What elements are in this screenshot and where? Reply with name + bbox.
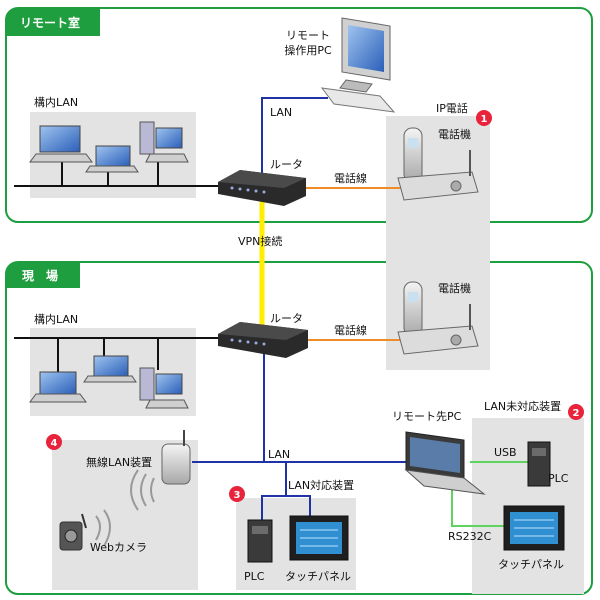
site-lan-label: LAN <box>268 448 290 461</box>
wireless-lan-device-icon <box>130 430 191 511</box>
non-lan-device-label: LAN未対応装置 <box>484 399 561 413</box>
site-lan-lines <box>192 350 420 520</box>
router-icon <box>218 322 308 358</box>
laptop-icon <box>29 371 87 403</box>
phone-line-label-top: 電話線 <box>334 171 367 185</box>
remote-operation-pc <box>320 17 396 113</box>
phone-line-label-bottom: 電話線 <box>334 323 367 337</box>
remote-destination-pc-icon <box>404 431 486 495</box>
office-lan-label-top: 構内LAN <box>34 95 78 109</box>
usb-label: USB <box>494 446 517 459</box>
plc-label-2: PLC <box>548 472 569 485</box>
rs232c-label: RS232C <box>448 530 492 543</box>
remote-pc-label-line2: 操作用PC <box>284 43 332 57</box>
web-camera-icon <box>59 509 111 551</box>
phone-label-bottom: 電話機 <box>438 281 471 295</box>
badge-3: 3 <box>229 486 245 502</box>
phone-icon <box>397 281 479 355</box>
badge-2: 2 <box>568 404 584 420</box>
wireless-lan-label: 無線LAN装置 <box>86 455 152 469</box>
touch-panel-icon <box>503 505 565 551</box>
ip-phone-label: IP電話 <box>436 101 468 115</box>
web-camera-label: Webカメラ <box>90 541 147 554</box>
remote-lan-label: LAN <box>270 106 292 119</box>
svg-text:現 場: 現 場 <box>22 268 58 283</box>
vpn-label: VPN接続 <box>238 234 282 248</box>
laptop-icon <box>83 355 137 383</box>
svg-text:2: 2 <box>573 408 580 419</box>
remote-pc-lan-line <box>261 97 328 182</box>
svg-text:3: 3 <box>234 490 241 501</box>
svg-text:1: 1 <box>481 114 488 125</box>
plc-icon <box>247 519 273 563</box>
office-lan-drops-bottom <box>57 338 159 372</box>
laptop-icon <box>29 125 93 163</box>
remote-destination-pc-label: リモート先PC <box>392 410 462 423</box>
router-icon <box>218 170 306 206</box>
remote-room-tab: リモート室 <box>6 8 100 36</box>
badge-1: 1 <box>476 110 492 126</box>
plc-icon <box>527 441 551 487</box>
router-label-bottom: ルータ <box>270 312 303 325</box>
laptop-icon <box>85 145 139 173</box>
touch-panel-icon <box>289 515 349 561</box>
desktop-computer-icon <box>139 367 189 409</box>
lan-device-label: LAN対応装置 <box>288 478 354 492</box>
touch-panel-label-2: タッチパネル <box>498 558 564 571</box>
site-tab: 現 場 <box>6 262 80 288</box>
phone-label-top: 電話機 <box>438 127 471 141</box>
svg-text:リモート室: リモート室 <box>20 15 80 30</box>
svg-text:4: 4 <box>51 438 58 449</box>
office-lan-label-bottom: 構内LAN <box>34 312 78 326</box>
plc-label: PLC <box>244 570 265 583</box>
remote-pc-label-line1: リモート <box>286 29 330 42</box>
phone-icon <box>397 127 479 201</box>
badge-4: 4 <box>46 434 62 450</box>
touch-panel-label: タッチパネル <box>285 570 351 583</box>
desktop-computer-icon <box>139 121 189 163</box>
router-label-top: ルータ <box>270 158 303 171</box>
